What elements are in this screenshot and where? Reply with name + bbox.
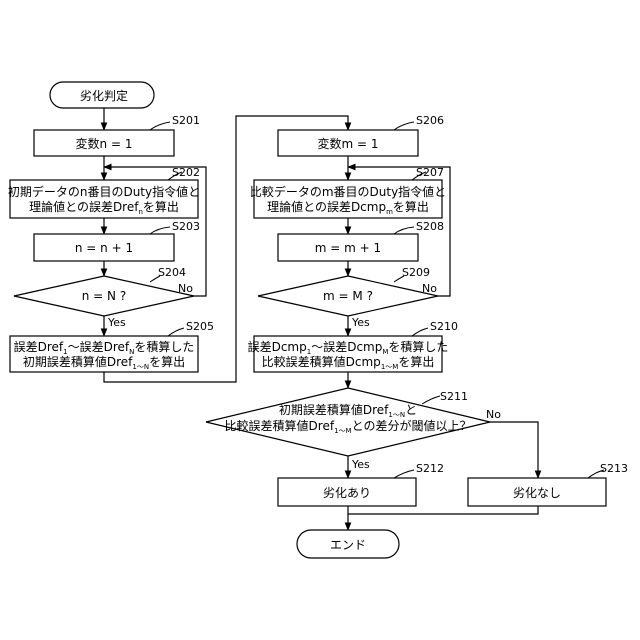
s201-leader [150,122,170,130]
s205-l2-sub: 1～N [132,363,149,371]
s204-no-label: No [178,282,193,295]
s205-line2: 初期誤差積算値Dref1～Nを算出 [23,354,185,371]
s205-l1-a: 誤差Dref [14,339,64,354]
s206-leader [394,122,414,130]
s211-l1-b: と [405,403,417,417]
s207-line2-a: 理論値との誤差Dcmp [267,199,386,214]
s202-line1: 初期データのn番目のDuty指令値と [8,184,200,199]
s211-l2-b: との差分が閾値以上？ [352,418,472,433]
s208-leader [394,227,414,234]
s202-line2-b: を算出 [143,199,179,214]
s205-l1-c: を積算した [134,339,194,354]
s211-l2-a: 比較誤差積算値Dref [225,418,335,433]
s210-l2-sub: 1～M [381,363,399,371]
s211-yes-label: Yes [351,458,370,471]
s205-step-label: S205 [186,320,214,333]
s210-line1: 誤差Dcmp1～誤差DcmpMを積算した [248,339,449,356]
s204-step-label: S204 [158,266,186,279]
line-s213-merge [348,506,538,514]
s202-step-label: S202 [172,166,200,179]
s203-leader [150,227,170,234]
s211-l2-sub: 1～M [334,427,352,435]
s209-text: m = M ? [323,289,373,303]
s210-l1-a: 誤差Dcmp [248,339,307,354]
s210-step-label: S210 [430,320,458,333]
s210-l2-b: を算出 [398,354,434,369]
s210-l1-c: を積算した [388,339,448,354]
s205-l2-b: を算出 [149,354,185,369]
s208-text: m = m + 1 [315,241,381,255]
connectors [104,108,538,530]
s205-l2-a: 初期誤差積算値Dref [23,354,133,369]
s211-l1-a: 初期誤差積算値Dref [279,402,389,417]
s210-l1-b: ～誤差Dcmp [311,339,382,354]
s203-text: n = n + 1 [75,241,133,255]
s212-step-label: S212 [416,462,444,475]
s201-text: 変数n = 1 [76,136,133,151]
s209-step-label: S209 [402,266,430,279]
s210-l2-a: 比較誤差積算値Dcmp [262,354,381,369]
s209-no-label: No [422,282,437,295]
s201-step-label: S201 [172,114,200,127]
s203-step-label: S203 [172,220,200,233]
s207-step-label: S207 [416,166,444,179]
s208-step-label: S208 [416,220,444,233]
s212-text: 劣化あり [323,486,371,500]
s205-leader [168,328,184,336]
s206-step-label: S206 [416,114,444,127]
s209-yes-label: Yes [351,316,370,329]
s207-line2-b: を算出 [393,199,429,214]
s213-text: 劣化なし [513,486,561,500]
s202-line2: 理論値との誤差Drefnを算出 [29,199,179,216]
s211-leader [422,396,440,404]
s205-l1-b: ～誤差Dref [68,339,130,354]
s211-no-label: No [486,408,501,421]
end-label: エンド [330,538,366,552]
s207-line1: 比較データのm番目のDuty指令値と [250,184,446,199]
arrow-s211-no [490,422,538,478]
s211-l1-sub: 1～N [388,411,405,419]
s211-step-label: S211 [440,390,468,403]
s204-yes-label: Yes [107,316,126,329]
s210-line2: 比較誤差積算値Dcmp1～Mを算出 [262,354,435,371]
s206-text: 変数m = 1 [317,136,378,151]
s213-step-label: S213 [600,462,628,475]
s207-line2: 理論値との誤差Dcmpmを算出 [267,199,429,216]
s204-text: n = N ? [82,289,126,303]
s210-leader [412,328,428,336]
start-label: 劣化判定 [80,88,128,103]
s212-leader [394,470,414,478]
s202-line2-a: 理論値との誤差Dref [29,199,139,214]
s205-line1: 誤差Dref1～誤差DrefNを積算した [14,339,195,356]
